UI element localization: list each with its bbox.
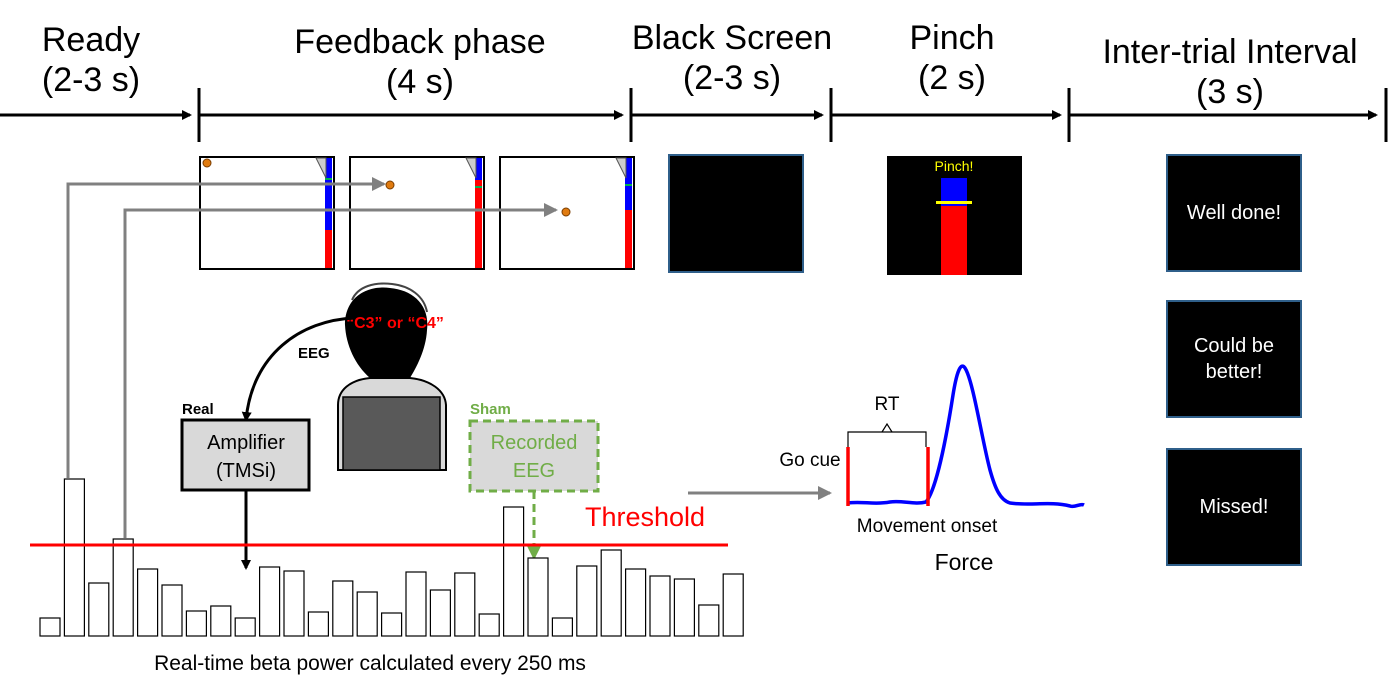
feedback-arrow-1 [66,177,386,478]
amplifier-line1: Amplifier [207,432,285,454]
feedback-frame-3 [499,156,635,270]
ball-icon [385,180,395,190]
pinch-screen: Pinch! [887,156,1022,275]
basket-icon [315,157,327,179]
iti-message-text: Could be better! [1193,335,1275,383]
iti-message-could-be-better: Could be better! [1166,300,1302,418]
beta-power-bar [283,570,305,637]
feedback-bar-marker [325,178,332,180]
phase-ready-name: Ready [41,21,141,59]
phase-iti-label: Inter-trial Interval (3 s) [1085,32,1375,112]
phase-ready-label: Ready (2-3 s) [10,20,172,100]
recorded-line2: EEG [513,460,555,482]
beta-power-bar [576,565,598,637]
pinch-target-line [936,201,972,204]
feedback-bar-marker [475,186,482,188]
iti-message-missed: Missed! [1166,448,1302,566]
beta-power-bar [478,613,500,637]
pinch-cue-text: Pinch! [935,158,974,174]
beta-power-bar [405,571,427,637]
beta-power-bar [527,557,549,637]
rt-label: RT [875,394,900,415]
ball-icon [202,158,212,168]
go-cue-label: Go cue [779,450,840,471]
feedback-bar-red [475,158,482,268]
ball-icon [561,207,571,217]
beta-power-bar [112,538,134,637]
beta-power-bars [39,478,744,637]
amplifier-line2: (TMSi) [216,460,276,482]
feedback-bar-blue [475,158,482,180]
basket-icon [465,157,477,179]
beta-power-bar [503,506,525,637]
beta-power-bar [356,591,378,637]
sham-label: Sham [470,401,511,418]
feedback-bar-blue [325,158,332,230]
phase-black-screen-name: Black Screen [631,19,833,57]
beta-power-bar [551,617,574,637]
phase-pinch-duration: (2 s) [918,59,986,97]
beta-power-bar [259,566,281,637]
phase-black-screen-duration: (2-3 s) [682,59,782,97]
beta-power-bar [39,617,61,637]
eeg-arrow [241,316,356,422]
beta-power-bar [234,617,256,637]
basket-icon [615,157,627,179]
phase-feedback-name: Feedback phase [294,23,546,61]
beta-power-bar [137,568,159,637]
electrode-label: “C3” or “C4” [346,315,444,332]
participant-icon [337,282,447,471]
beta-power-bar [88,582,110,637]
beta-power-bar [161,584,183,637]
phase-feedback-label: Feedback phase (4 s) [270,22,570,102]
iti-message-text: Missed! [1199,496,1269,518]
recorded-line1: Recorded [491,432,578,454]
force-trace [847,364,1085,509]
force-panel: RT Go cue Movement onset Force [779,364,1085,575]
beta-power-bar [185,610,207,637]
feedback-bar-marker [625,184,632,186]
phase-iti-duration: (3 s) [1196,73,1264,111]
beta-caption: Real-time beta power calculated every 25… [154,652,586,675]
beta-power-bar [673,578,696,637]
feedback-bar-red [625,210,632,268]
phase-iti-name: Inter-trial Interval [1102,33,1358,71]
phase-feedback-duration: (4 s) [386,63,454,101]
beta-power-bar [307,611,329,637]
phase-pinch-label: Pinch (2 s) [872,18,1032,98]
iti-message-text: Well done! [1186,202,1282,224]
movement-onset-label: Movement onset [857,516,998,537]
beta-power-bar [381,612,403,637]
phase-black-screen-label: Black Screen (2-3 s) [622,18,842,98]
rt-bracket [847,431,927,447]
feedback-bar-red [325,230,332,268]
feedback-frame-1 [199,156,335,270]
beta-power-bar [454,572,476,637]
beta-power-bar [332,580,354,637]
phase-ready-duration: (2-3 s) [41,61,141,99]
pinch-bar-red [941,206,967,275]
laptop-icon [342,396,441,471]
timeline-axis [0,88,1388,142]
beta-power-bar [210,605,232,637]
beta-power-bar [624,568,647,637]
feedback-arrow-2 [123,203,558,538]
feedback-frame-2 [349,156,485,270]
beta-power-bar [722,573,744,637]
threshold-label: Threshold [585,502,705,532]
beta-power-bar [429,589,451,637]
iti-message-well-done: Well done! [1166,154,1302,272]
amplifier-box [180,418,311,492]
beta-power-bar [600,549,622,637]
beta-power-bar [63,478,86,637]
real-label: Real [182,401,214,418]
black-screen [668,154,804,273]
beta-power-bar [698,604,720,637]
force-title: Force [935,549,994,575]
eeg-arrow-label: EEG [298,345,330,362]
phase-pinch-name: Pinch [909,19,995,57]
beta-power-bar [649,575,671,637]
